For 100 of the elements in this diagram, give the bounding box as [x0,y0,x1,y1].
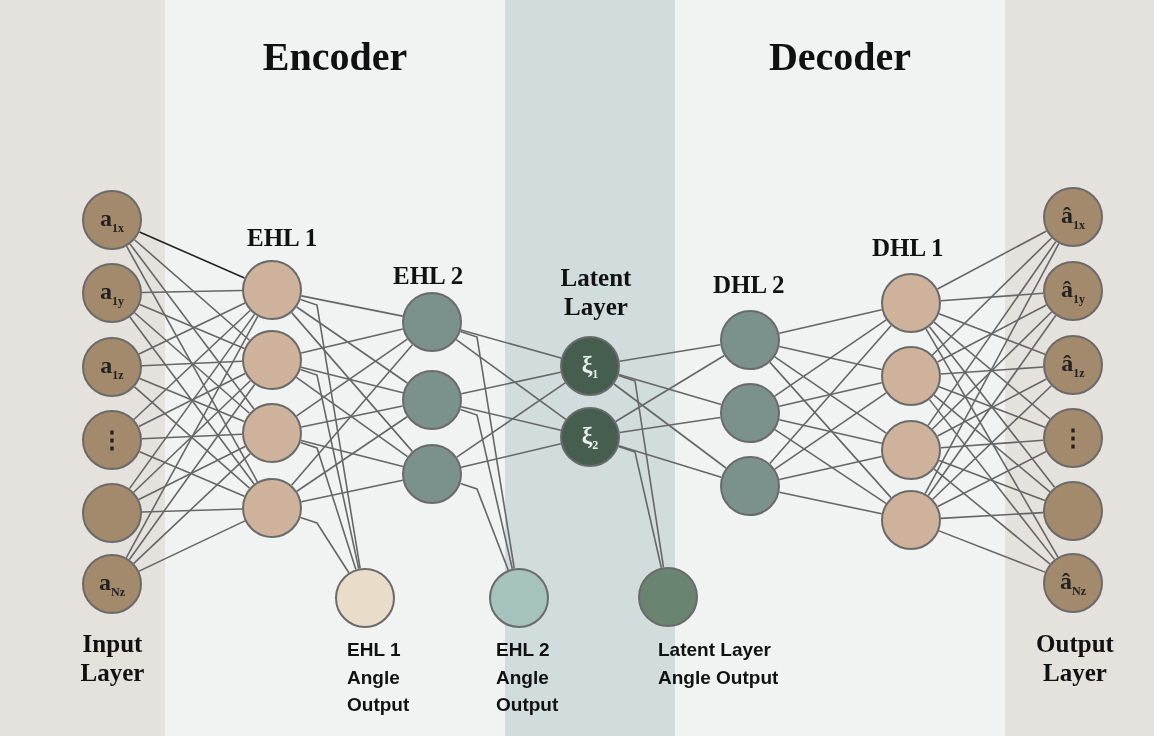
neuron-circle [242,403,302,463]
connection-line [940,292,1044,302]
neuron-circle [1043,261,1103,321]
neuron-label: â$_{1y}$ [1061,277,1085,305]
connection-line [459,330,516,570]
connection-line [617,374,665,569]
neuron-circle [402,370,462,430]
connection-line [614,354,726,423]
connection-line [936,304,1048,363]
connection-line [129,243,255,410]
connection-line [938,530,1046,573]
connection-line [925,328,1059,558]
connection-line [125,315,259,559]
layer-label: DHL 2 [713,271,785,299]
layer-heading: Latent Layer [559,264,633,322]
connection-line [141,508,243,513]
neuron-circle [242,260,302,320]
neuron-circle [82,263,142,323]
connection-line [773,392,888,470]
neuron-circle [1043,408,1103,468]
connection-line [290,343,414,487]
connection-line [617,445,723,479]
connection-line [778,381,883,408]
connection-line [460,443,562,468]
connection-line [138,520,246,572]
connection-line [300,479,404,503]
connection-line [924,242,1060,495]
output-caption: EHL 1 Angle Output [347,638,411,718]
neuron-circle [720,310,780,370]
layer-heading: Decoder [767,34,913,80]
neuron-circle [881,273,941,333]
connection-line [773,356,888,434]
connection-line [459,482,509,571]
neuron-circle [82,410,142,470]
connection-line [936,450,1048,508]
connection-line [125,245,259,483]
connection-line [774,428,887,505]
connection-line [138,231,246,279]
neuron-circle [1043,481,1103,541]
connection-line [769,361,892,499]
connection-line [460,371,562,395]
neuron-circle [720,456,780,516]
connection-line [295,306,409,384]
connection-line [295,338,409,417]
neuron-label: a$_{1x}$ [100,206,124,234]
connection-line [295,376,409,458]
connection-line [931,384,1053,501]
connection-line [141,433,243,440]
connection-line [778,491,883,515]
neuron-label: ξ$_{1}$ [581,352,599,380]
connection-line [300,295,404,317]
neuron-label: ⋮ [1061,426,1085,450]
neuron-label: ⋮ [100,428,124,452]
connection-line [618,344,722,362]
neuron-circle [560,336,620,396]
connection-line [618,416,722,434]
layer-label: EHL 2 [393,262,464,290]
connection-line [938,385,1046,429]
neuron-circle [720,383,780,443]
neuron-label: ξ$_{2}$ [581,423,599,451]
neuron-circle [560,407,620,467]
connection-line [460,329,562,359]
connection-line [773,319,888,397]
connection-line [778,345,883,371]
connection-line [927,240,1057,427]
connection-line [296,415,408,493]
neuron-circle [82,554,142,614]
connection-line [940,366,1044,375]
connection-line [141,360,243,367]
connection-line [933,394,1051,493]
connection-line [936,378,1048,437]
neuron-circle [881,420,941,480]
connection-line [618,373,722,406]
connection-line [617,445,663,569]
connection-line [928,398,1056,561]
layer-band [1005,0,1154,736]
layer-label: EHL 1 [247,224,318,252]
neuron-circle [1043,553,1103,613]
layer-heading: Encoder [261,34,409,80]
neuron-label: a$_{1y}$ [100,279,124,307]
connection-line [460,406,562,431]
neuron-circle [881,490,941,550]
neuron-circle [242,478,302,538]
neuron-circle [82,190,142,250]
connection-line [299,298,361,570]
neuron-circle [242,330,302,390]
neuron-label: a$_{Nz}$ [99,570,125,598]
neuron-label: â$_{1x}$ [1061,203,1085,231]
layer-band [0,0,165,736]
neuron-circle [1043,187,1103,247]
connection-line [940,511,1044,520]
connection-line [455,338,567,421]
connection-line [299,441,357,571]
connection-line [769,324,892,465]
neuron-circle [82,337,142,397]
connection-line [938,459,1046,502]
neuron-label: â$_{1z}$ [1061,351,1085,379]
neuron-circle [1043,335,1103,395]
connection-line [778,418,883,445]
connection-line [933,321,1051,420]
